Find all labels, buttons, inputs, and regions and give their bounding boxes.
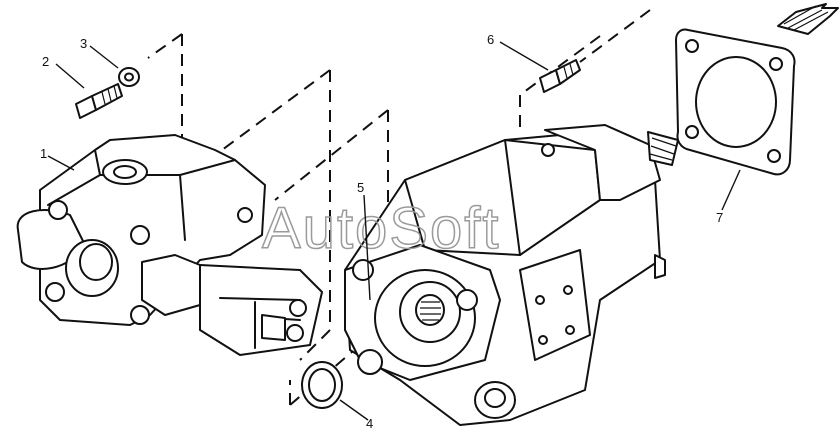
callout-4: 4 <box>366 416 373 431</box>
callout-6: 6 <box>487 32 494 47</box>
washer-part-3 <box>118 67 140 87</box>
gasket-part-7 <box>675 28 796 176</box>
watermark-text: AutoSoft <box>262 196 500 261</box>
pump-housing-right <box>344 124 679 426</box>
callout-2: 2 <box>42 54 49 69</box>
o-ring-part-4 <box>301 361 343 409</box>
callout-3: 3 <box>80 36 87 51</box>
callout-1: 1 <box>40 146 47 161</box>
callout-5: 5 <box>357 180 364 195</box>
bolt-part-6 <box>539 59 581 93</box>
direction-arrow-icon <box>777 3 839 35</box>
callout-leaders <box>47 41 741 421</box>
pump-housing-left <box>16 134 323 356</box>
bolt-part-2 <box>75 83 123 119</box>
callout-7: 7 <box>716 210 723 225</box>
